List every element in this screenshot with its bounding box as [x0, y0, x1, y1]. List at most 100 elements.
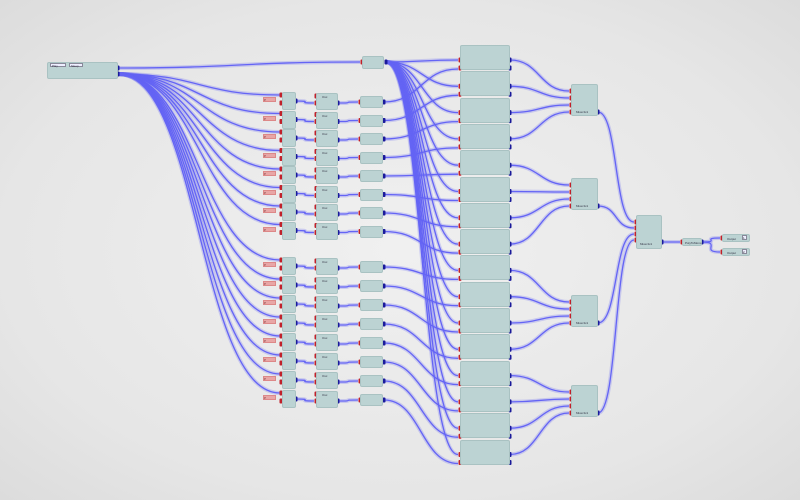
- voice-tag[interactable]: P: [263, 338, 276, 343]
- split-node[interactable]: [282, 390, 296, 408]
- osc-node[interactable]: Osc: [316, 130, 338, 147]
- osc-node[interactable]: Osc: [316, 148, 338, 166]
- voice-tag[interactable]: P: [263, 115, 276, 121]
- voice-tag[interactable]: P: [263, 134, 276, 139]
- wire[interactable]: [597, 205, 635, 229]
- input-port[interactable]: [279, 257, 283, 263]
- envelope-node[interactable]: [460, 360, 510, 386]
- wire[interactable]: [383, 285, 459, 307]
- wire[interactable]: [337, 266, 359, 269]
- knob-node[interactable]: [360, 394, 383, 406]
- split-node[interactable]: [282, 92, 296, 110]
- split-node[interactable]: [282, 276, 296, 294]
- sleep-button[interactable]: Sleep: [69, 63, 83, 68]
- knob-node[interactable]: [360, 375, 383, 387]
- envelope-node[interactable]: [460, 255, 510, 281]
- input-port[interactable]: [279, 322, 283, 328]
- wire[interactable]: [383, 266, 459, 281]
- wire[interactable]: [337, 119, 359, 123]
- envelope-node[interactable]: [460, 202, 510, 228]
- output-port[interactable]: [382, 99, 386, 105]
- wire[interactable]: [509, 269, 570, 303]
- input-port[interactable]: [279, 360, 283, 366]
- split-node[interactable]: [282, 257, 296, 275]
- envelope-node[interactable]: [460, 97, 510, 123]
- voice-tag[interactable]: P: [263, 97, 276, 102]
- wire[interactable]: [509, 398, 570, 403]
- osc-node[interactable]: Osc: [316, 391, 338, 408]
- input-port[interactable]: [279, 295, 283, 301]
- wire[interactable]: [117, 73, 281, 375]
- wire[interactable]: [509, 104, 570, 114]
- knob-node[interactable]: [360, 207, 383, 219]
- input-port[interactable]: [279, 156, 283, 161]
- wire[interactable]: [509, 315, 570, 324]
- wire[interactable]: [295, 398, 315, 402]
- input-port[interactable]: [279, 137, 283, 143]
- wire[interactable]: [337, 304, 359, 307]
- input-port[interactable]: [279, 148, 283, 153]
- wire[interactable]: [295, 284, 315, 288]
- envelope-node[interactable]: [460, 71, 510, 97]
- split-node[interactable]: [282, 166, 296, 184]
- voice-tag[interactable]: P: [263, 300, 276, 305]
- split-node[interactable]: [282, 314, 296, 332]
- wire[interactable]: [295, 155, 315, 160]
- output-port[interactable]: [382, 340, 386, 346]
- wire[interactable]: [295, 211, 315, 215]
- wire[interactable]: [295, 322, 315, 326]
- master-mixer-node[interactable]: Mixer4x1: [636, 215, 662, 249]
- input-port[interactable]: [279, 341, 283, 347]
- wire[interactable]: [337, 323, 359, 326]
- input-port[interactable]: [279, 211, 283, 217]
- wire[interactable]: [509, 198, 570, 219]
- wire[interactable]: [509, 205, 570, 245]
- wire[interactable]: [295, 360, 315, 364]
- output-node-1[interactable]: Output: [722, 234, 750, 242]
- knob-node[interactable]: [360, 170, 383, 182]
- input-port[interactable]: [279, 100, 283, 106]
- wire[interactable]: [295, 229, 315, 234]
- input-port[interactable]: [279, 398, 283, 404]
- envelope-node[interactable]: [460, 45, 510, 70]
- knob-node[interactable]: [360, 280, 383, 292]
- knob-node[interactable]: [360, 299, 383, 311]
- input-port[interactable]: [279, 111, 283, 116]
- input-port[interactable]: [279, 203, 283, 209]
- knob-node[interactable]: [360, 114, 383, 127]
- mixer-node[interactable]: Mixer4x1: [571, 295, 598, 327]
- input-port[interactable]: [279, 174, 283, 180]
- input-port[interactable]: [279, 284, 283, 290]
- knob-node[interactable]: [360, 151, 383, 164]
- wire[interactable]: [337, 193, 359, 197]
- split-node[interactable]: [282, 184, 296, 203]
- mixer-node[interactable]: Mixer4x1: [571, 178, 598, 210]
- wire[interactable]: [337, 399, 359, 402]
- wire[interactable]: [295, 174, 315, 178]
- voice-tag[interactable]: P: [263, 152, 276, 158]
- input-port[interactable]: [279, 390, 283, 396]
- output-port[interactable]: [382, 173, 386, 179]
- input-port[interactable]: [279, 371, 283, 377]
- output-port[interactable]: [382, 192, 386, 197]
- wire[interactable]: [337, 380, 359, 383]
- wire[interactable]: [295, 341, 315, 345]
- wire[interactable]: [337, 138, 359, 141]
- osc-node[interactable]: Osc: [316, 222, 338, 240]
- envelope-node[interactable]: [460, 176, 510, 202]
- input-port[interactable]: [279, 276, 283, 282]
- wire[interactable]: [337, 230, 359, 234]
- voice-tag[interactable]: P: [263, 189, 276, 195]
- wire[interactable]: [117, 73, 281, 299]
- envelope-node[interactable]: [460, 386, 510, 412]
- osc-node[interactable]: Osc: [316, 334, 338, 351]
- wire[interactable]: [383, 361, 459, 412]
- wire[interactable]: [117, 61, 361, 69]
- output-port[interactable]: [382, 210, 386, 216]
- input-port[interactable]: [279, 314, 283, 320]
- wire[interactable]: [337, 212, 359, 215]
- wire[interactable]: [383, 120, 459, 140]
- voice-tag[interactable]: P: [263, 226, 276, 232]
- envelope-node[interactable]: [460, 413, 510, 439]
- input-port[interactable]: [279, 352, 283, 358]
